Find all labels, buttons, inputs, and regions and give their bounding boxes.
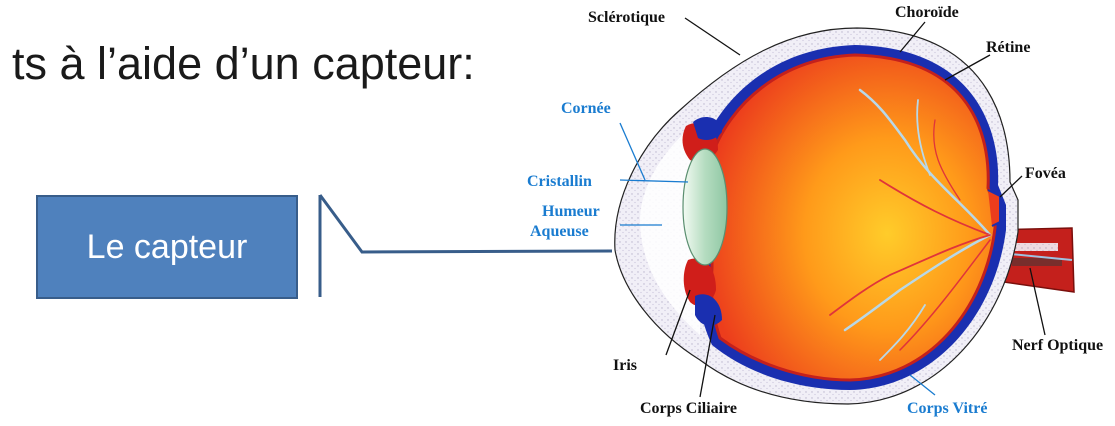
label-fovea: Fovéa <box>1025 165 1066 182</box>
crystalline-lens <box>683 149 727 265</box>
label-corps-ciliaire: Corps Ciliaire <box>640 400 737 417</box>
vitreous-body <box>711 55 995 380</box>
label-retine: Rétine <box>986 39 1030 56</box>
label-choroide: Choroïde <box>895 4 959 21</box>
label-cristallin: Cristallin <box>527 173 592 190</box>
label-sclerotique: Sclérotique <box>588 9 665 26</box>
label-iris: Iris <box>613 357 637 374</box>
label-nerf-optique: Nerf Optique <box>1012 337 1103 354</box>
label-humeur: Humeur <box>542 203 600 220</box>
label-aqueuse: Aqueuse <box>530 223 589 240</box>
label-cornee: Cornée <box>561 100 611 117</box>
label-corps-vitre: Corps Vitré <box>907 400 987 417</box>
